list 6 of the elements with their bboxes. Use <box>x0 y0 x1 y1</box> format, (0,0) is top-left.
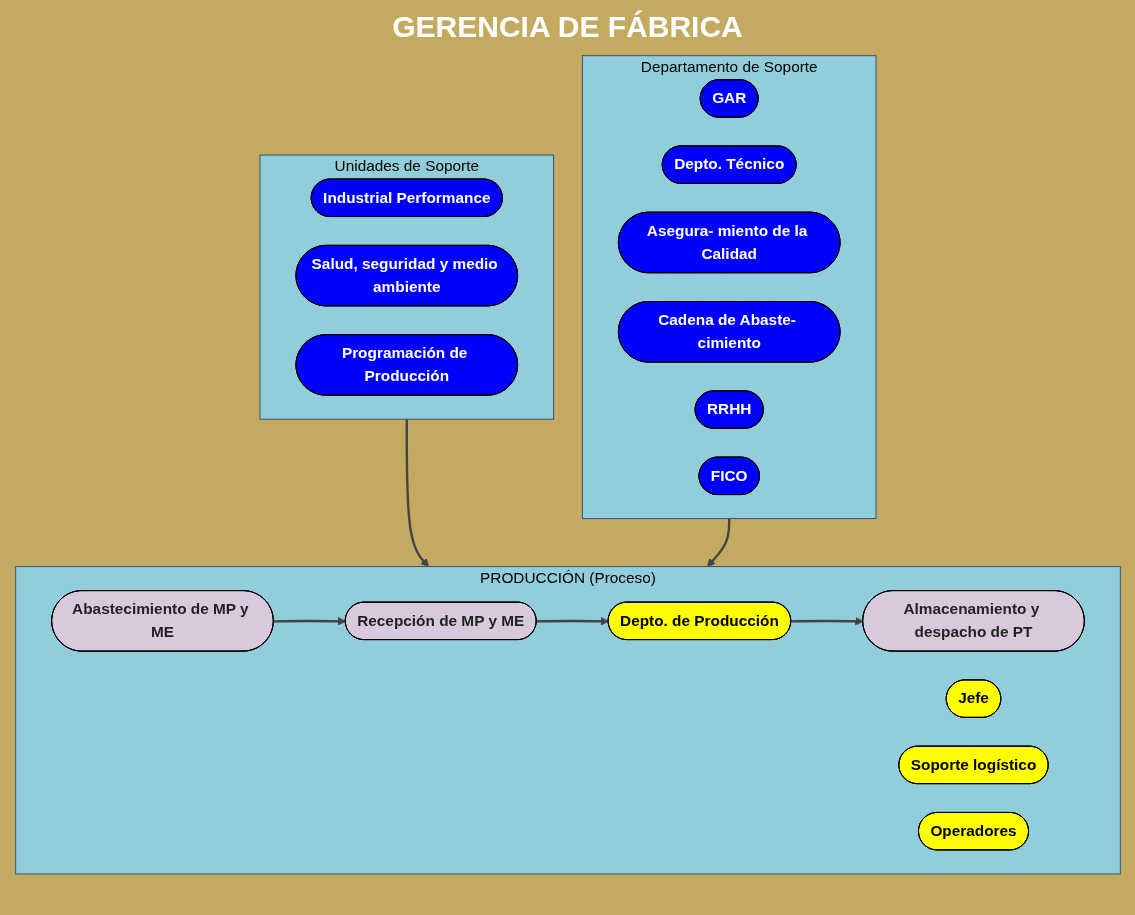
title: GERENCIA DE FÁBRICA <box>391 9 744 45</box>
arrow <box>706 518 730 567</box>
arrow <box>273 617 346 626</box>
arrow <box>790 617 864 626</box>
arrow <box>405 419 429 567</box>
arrow <box>536 617 609 626</box>
